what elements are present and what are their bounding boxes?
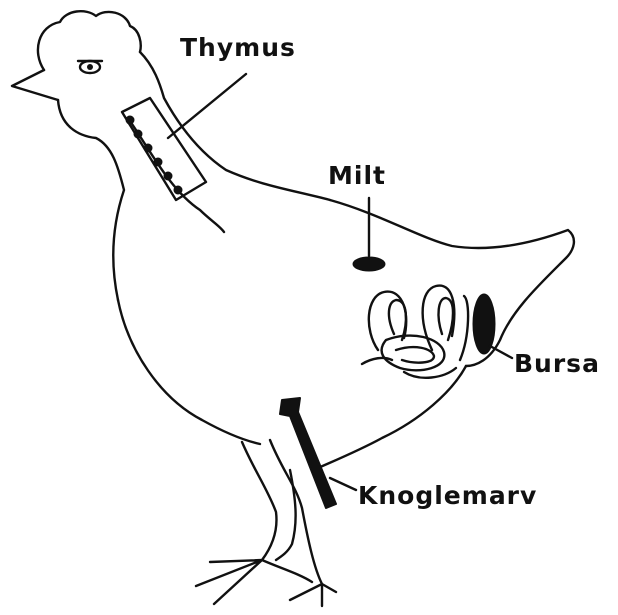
knoglemarv-bone bbox=[280, 398, 336, 508]
bursa-organ bbox=[473, 294, 495, 354]
left-leg bbox=[196, 442, 312, 604]
throat-outline bbox=[58, 100, 124, 300]
label-thymus: Thymus bbox=[180, 33, 296, 62]
back-and-tail-outline bbox=[330, 200, 574, 366]
label-knoglemarv: Knoglemarv bbox=[358, 481, 537, 510]
beak bbox=[12, 70, 58, 100]
intestine-loops bbox=[362, 286, 468, 378]
milt-organ bbox=[353, 257, 385, 271]
eye-icon bbox=[78, 61, 102, 73]
thymus-box bbox=[122, 98, 206, 200]
thymus-pointer-line bbox=[168, 74, 246, 138]
label-milt: Milt bbox=[328, 161, 386, 190]
knoglemarv-pointer-line bbox=[330, 478, 356, 490]
belly-outline bbox=[318, 366, 466, 468]
breast-outline bbox=[118, 300, 260, 444]
label-bursa: Bursa bbox=[514, 349, 600, 378]
